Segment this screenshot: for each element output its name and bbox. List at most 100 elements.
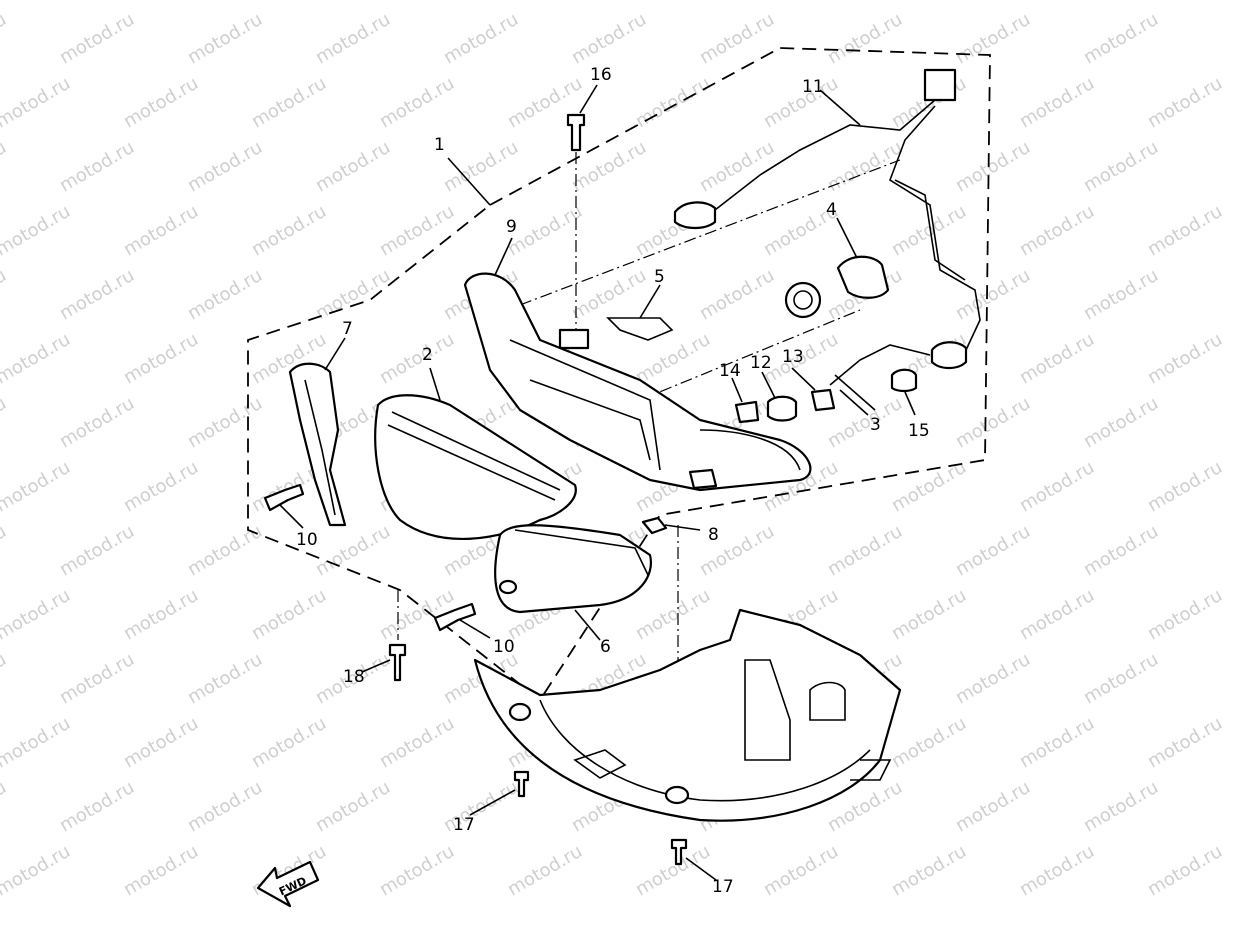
watermark-text: motod.ru [0, 457, 74, 516]
watermark-text: motod.ru [1144, 841, 1226, 900]
watermark-text: motod.ru [696, 9, 778, 68]
watermark-text: motod.ru [184, 9, 266, 68]
watermark-text: motod.ru [120, 329, 202, 388]
leader-4 [836, 217, 858, 259]
watermark-text: motod.ru [376, 713, 458, 772]
headlight-housing-9 [463, 272, 812, 492]
watermark-text: motod.ru [312, 265, 394, 324]
watermark-text: motod.ru [56, 649, 138, 708]
watermark-text: motod.ru [56, 9, 138, 68]
leader-12 [761, 371, 776, 399]
watermark-text: motod.ru [1144, 713, 1226, 772]
watermark-text: motod.ru [0, 649, 10, 708]
watermark-text: motod.ru [248, 73, 330, 132]
watermark-text: motod.ru [888, 713, 970, 772]
watermark-text: motod.ru [1080, 393, 1162, 452]
watermark-text: motod.ru [248, 201, 330, 260]
watermark-text: motod.ru [952, 137, 1034, 196]
watermark-text: motod.ru [56, 137, 138, 196]
leader-9 [494, 237, 513, 276]
assembly-boundary [247, 47, 991, 702]
cowl-lip [850, 759, 892, 781]
part-label-2: 2 [422, 345, 433, 365]
part-label-17b: 17 [712, 877, 734, 897]
watermark-text: motod.ru [120, 201, 202, 260]
cowl-bracket [744, 659, 791, 761]
leader-7 [324, 337, 346, 371]
watermark-text: motod.ru [1016, 457, 1098, 516]
wire-connector [923, 68, 957, 102]
watermark-text: motod.ru [504, 841, 586, 900]
watermark-text: motod.ru [248, 585, 330, 644]
part-label-12: 12 [750, 353, 772, 373]
watermark-text: motod.ru [56, 393, 138, 452]
watermark-text: motod.ru [0, 521, 10, 580]
lower-lens-6 [494, 524, 652, 614]
watermark-text: motod.ru [1016, 585, 1098, 644]
grommet-14 [734, 400, 760, 424]
watermark-text: motod.ru [184, 265, 266, 324]
watermark-text: motod.ru [0, 265, 10, 324]
part-label-4: 4 [826, 200, 837, 220]
watermark-text: motod.ru [632, 329, 714, 388]
socket-inner [793, 290, 813, 310]
watermark-text: motod.ru [120, 73, 202, 132]
watermark-text: motod.ru [0, 137, 10, 196]
screw-17-right [670, 838, 688, 866]
nut-8 [641, 516, 668, 535]
watermark-text: motod.ru [952, 777, 1034, 836]
watermark-text: motod.ru [1144, 457, 1226, 516]
wire-socket-left [673, 201, 717, 230]
watermark-text: motod.ru [312, 777, 394, 836]
watermark-text: motod.ru [952, 393, 1034, 452]
watermark-text: motod.ru [0, 713, 74, 772]
part-label-5: 5 [654, 267, 665, 287]
watermark-text: motod.ru [184, 393, 266, 452]
watermark-text: motod.ru [0, 0, 74, 4]
watermark-text: motod.ru [1016, 713, 1098, 772]
cowl-mount [809, 681, 846, 721]
watermark-text: motod.ru [248, 713, 330, 772]
watermark-text: motod.ru [824, 521, 906, 580]
watermark-text: motod.ru [888, 201, 970, 260]
watermark-text: motod.ru [312, 9, 394, 68]
leader-14 [731, 377, 743, 403]
sheet-5 [606, 317, 674, 341]
watermark-text: motod.ru [568, 9, 650, 68]
watermark-text: motod.ru [888, 585, 970, 644]
part-label-9: 9 [506, 217, 517, 237]
leader-15 [904, 391, 916, 416]
watermark-text: motod.ru [1080, 777, 1162, 836]
watermark-text: motod.ru [376, 329, 458, 388]
screw-10-left [263, 483, 305, 512]
watermark-text: motod.ru [1016, 0, 1098, 4]
watermark-text: motod.ru [1144, 73, 1226, 132]
leader-13 [791, 367, 816, 391]
watermark-text: motod.ru [0, 329, 74, 388]
watermark-text: motod.ru [1144, 329, 1226, 388]
housing-tab [558, 328, 590, 350]
leader-8 [664, 524, 701, 531]
watermark-text: motod.ru [184, 777, 266, 836]
leader-2 [429, 367, 441, 401]
part-label-8: 8 [708, 525, 719, 545]
lower-lens-hole [498, 579, 518, 595]
watermark-text: motod.ru [120, 841, 202, 900]
leader-6 [574, 609, 601, 641]
watermark-text: motod.ru [760, 0, 842, 4]
watermark-text: motod.ru [1080, 265, 1162, 324]
watermark-text: motod.ru [440, 137, 522, 196]
watermark-text: motod.ru [632, 73, 714, 132]
leader-3 [839, 389, 869, 416]
watermark-text: motod.ru [1144, 201, 1226, 260]
watermark-text: motod.ru [56, 265, 138, 324]
leader-18 [361, 659, 391, 673]
watermark-text: motod.ru [1144, 0, 1226, 4]
watermark-text: motod.ru [0, 73, 74, 132]
part-label-3: 3 [870, 415, 881, 435]
bulb-socket [784, 281, 822, 319]
wire-socket-right [930, 341, 968, 370]
screw-18 [388, 643, 407, 682]
watermark-text: motod.ru [0, 585, 74, 644]
